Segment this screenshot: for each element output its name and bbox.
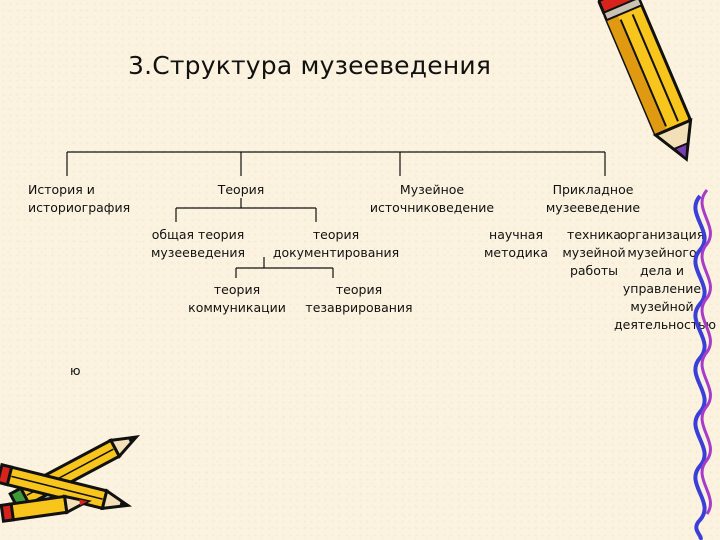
node-documentation-theory: теория документирования: [272, 227, 400, 260]
node-museum-management: организация музейного дела и управление …: [614, 227, 717, 332]
footnote-mark: ю: [70, 363, 81, 378]
node-museum-technique: техника музейной работы: [562, 227, 626, 278]
slide-title: 3.Структура музееведения: [128, 51, 492, 80]
node-museum-sources: Музейное источниковедение: [369, 182, 495, 215]
node-general-theory: общая теория музееведения: [150, 227, 246, 260]
node-communication-theory: теория коммуникации: [188, 282, 286, 315]
node-history: История и историография: [28, 182, 131, 215]
node-theory: Теория: [217, 182, 265, 197]
node-scientific-method: научная методика: [483, 227, 549, 260]
node-applied: Прикладное музееведение: [545, 182, 641, 215]
node-thesaurus-theory: теория тезаврирования: [305, 282, 413, 315]
